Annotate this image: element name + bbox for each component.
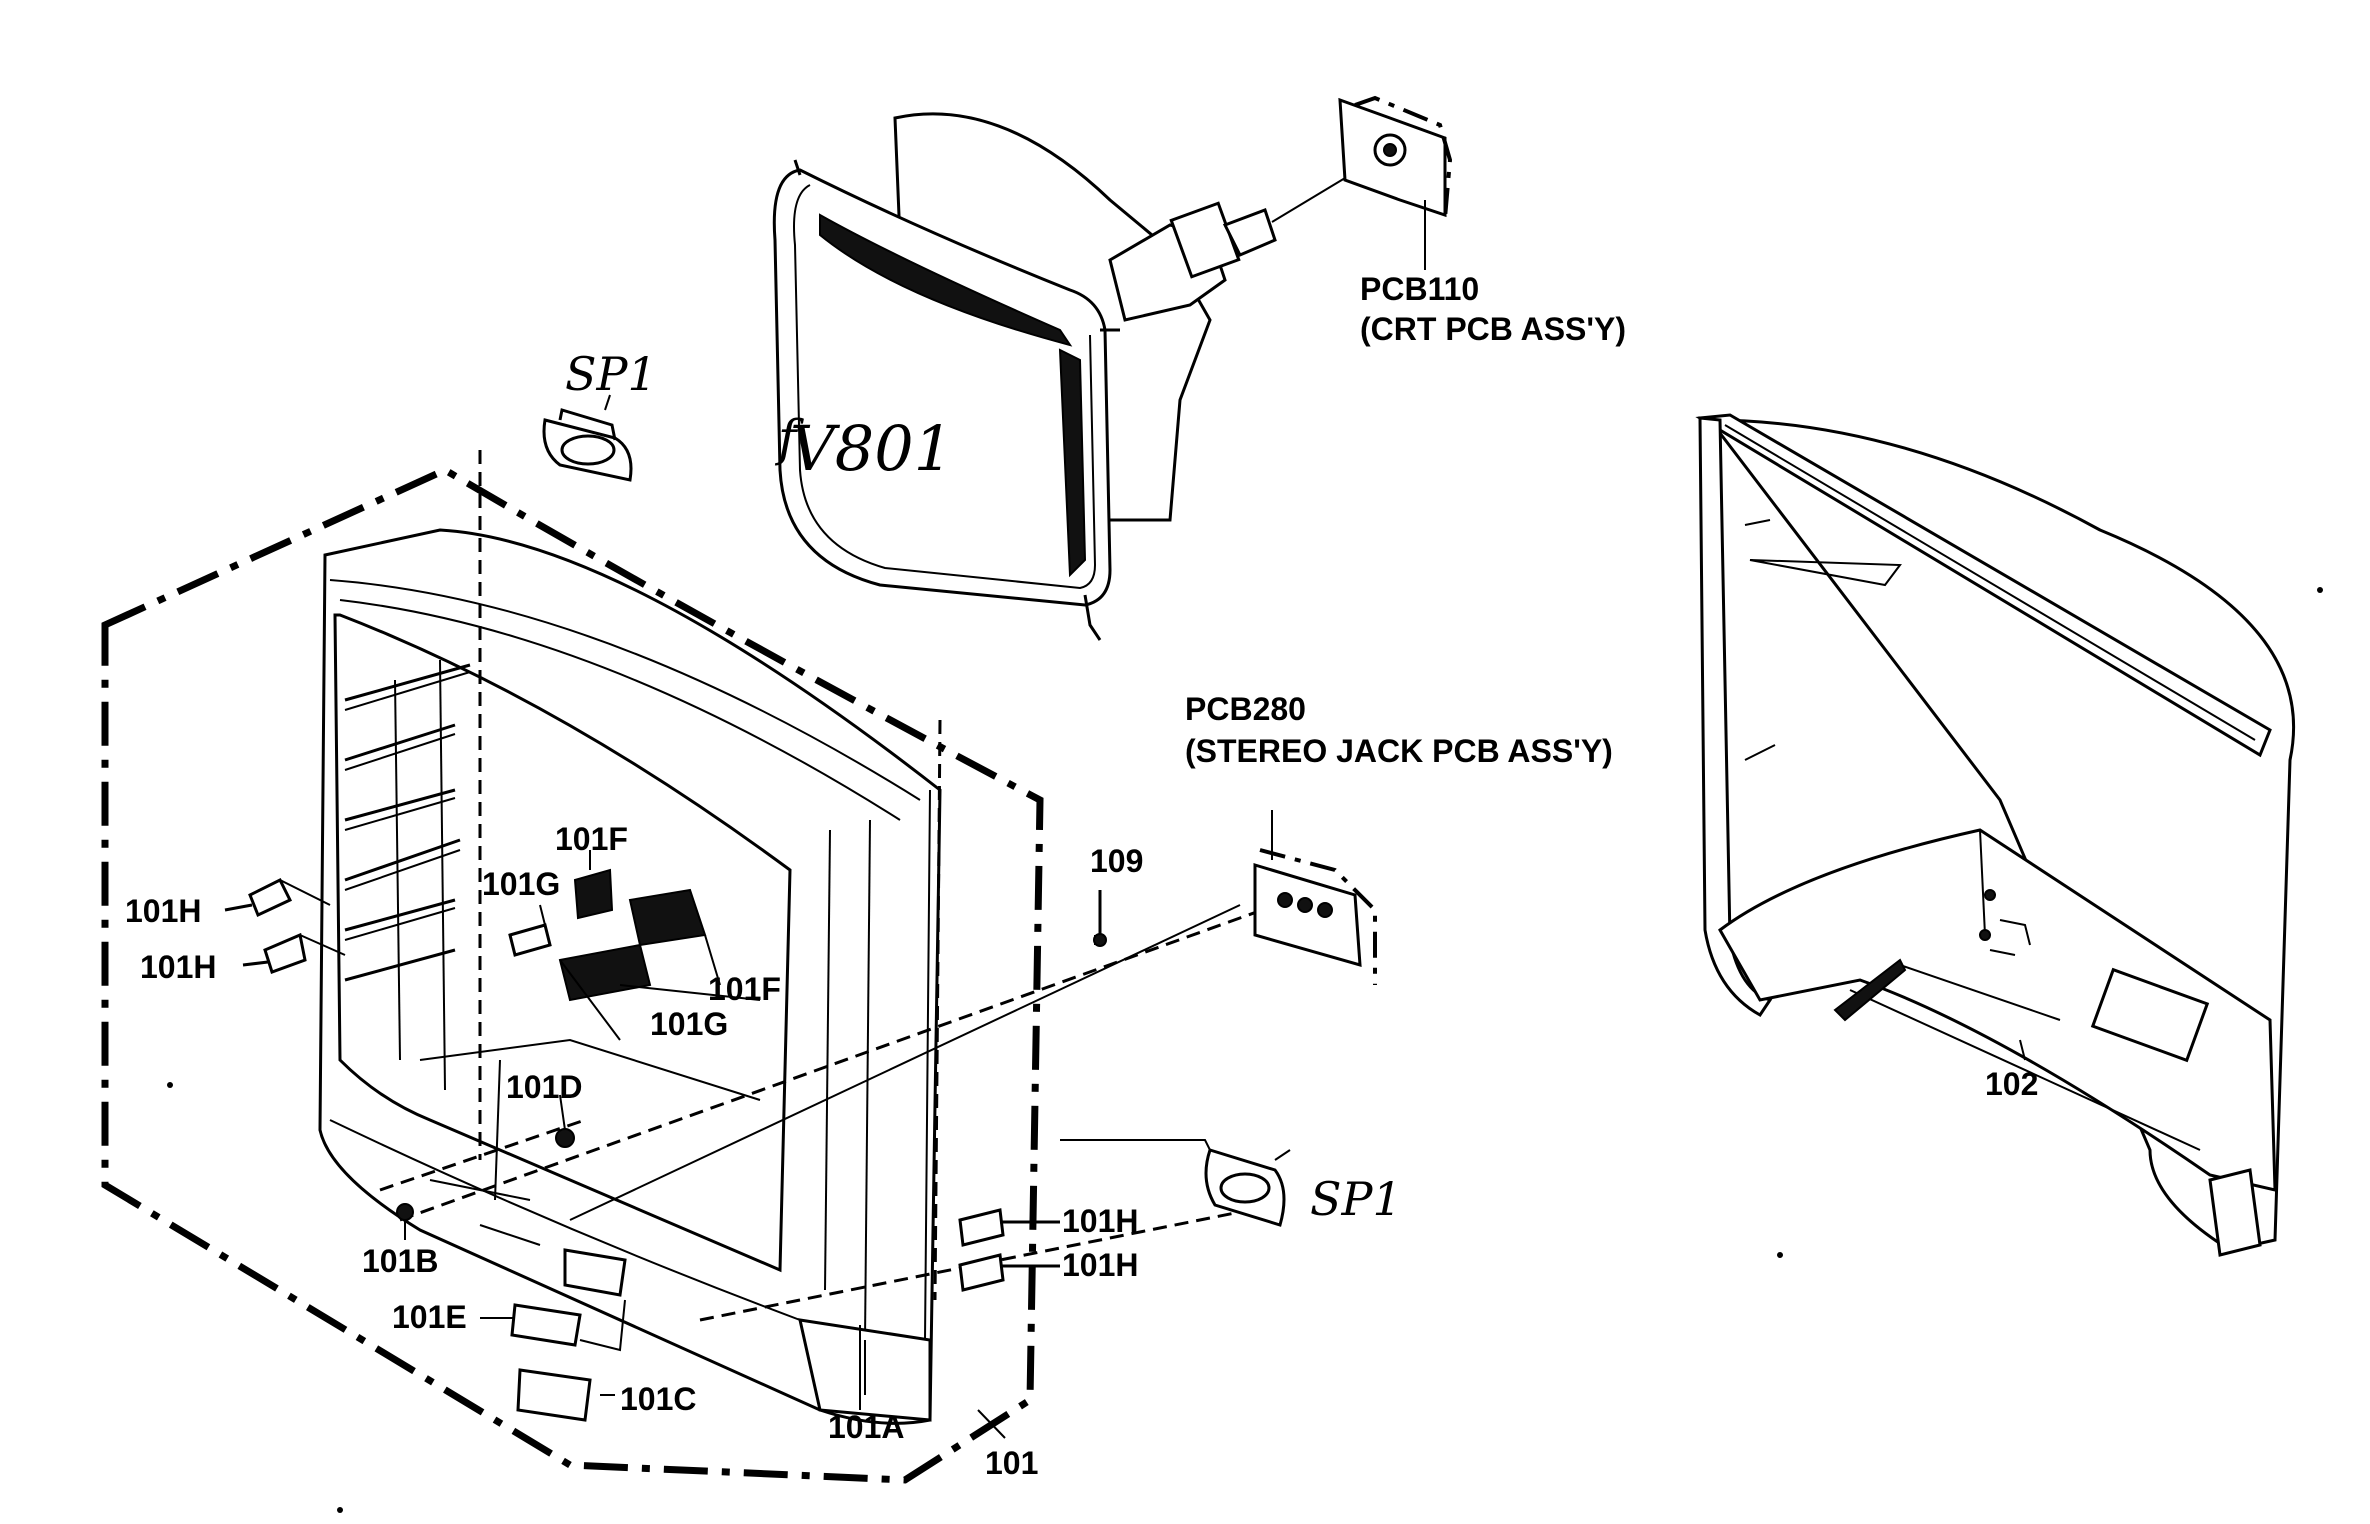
part-101b: 101B [362,1243,439,1279]
part-101a: 101A [828,1409,905,1445]
part-102: 102 [1985,1066,2038,1102]
part-109: 109 [1090,843,1143,879]
pcb110-description: (CRT PCB ASS'Y) [1360,311,1626,347]
back-cover-102 [1695,413,2296,1257]
part-101b-item [396,1203,414,1240]
part-101h-left-lower: 101H [140,949,217,985]
crt-pcb-110 [1338,95,1453,270]
part-101e: 101E [392,1299,467,1335]
sp1-right-label: SP1 [1310,1172,1402,1226]
pcb280-description: (STEREO JACK PCB ASS'Y) [1185,733,1613,769]
leader-101 [977,1409,1006,1439]
part-101d-item [555,1094,575,1148]
bracket-101h-right [958,1208,1060,1292]
pcb110-label: PCB110 [1360,271,1479,307]
part-101g-upper: 101G [482,866,560,902]
scan-specks [167,587,2323,1513]
parts-101e-101c [480,1248,627,1422]
bracket-101h-left [224,877,346,974]
part-101h-right-lower: 101H [1062,1247,1139,1283]
v801-label: V801 [790,412,953,485]
pcb280-label: PCB280 [1185,691,1306,727]
parts-101f-101g [508,850,761,1041]
part-101f-lower: 101F [708,971,781,1007]
sp1-top-label: SP1 [565,347,657,401]
cabinet-assembly-101-outline [101,466,1044,1484]
stereo-jack-pcb-280 [1253,810,1377,985]
pcb280-guide-line [569,904,1241,1221]
speaker-sp1-right [1060,1139,1291,1227]
crt-tube-v801 [772,112,1376,641]
screw-109 [1093,890,1107,947]
part-101f-upper: 101F [555,821,628,857]
assembly-guide-lines [379,450,1291,1322]
part-101h-right-upper: 101H [1062,1203,1139,1239]
part-101d: 101D [506,1069,583,1105]
part-101c: 101C [620,1381,697,1417]
part-101h-left-upper: 101H [125,893,202,929]
part-101: 101 [985,1445,1038,1481]
speaker-sp1-top [542,394,633,482]
part-101g-lower: 101G [650,1006,728,1042]
